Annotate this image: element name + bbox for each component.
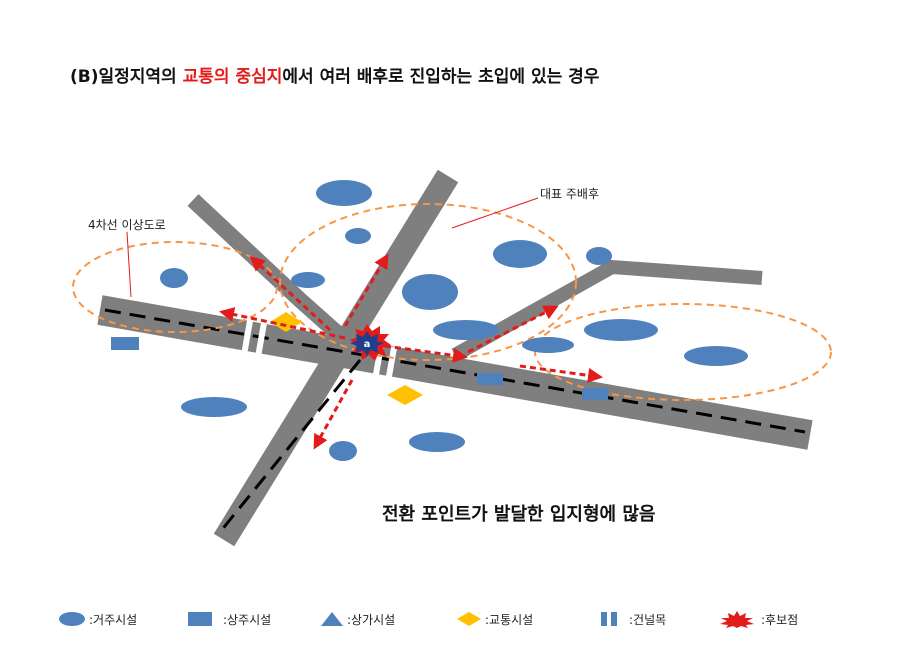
diagram-caption: 전환 포인트가 발달한 입지형에 많음 — [382, 504, 656, 525]
legend-label: :건널목 — [629, 612, 667, 627]
residential-facility — [345, 228, 371, 244]
road-callout-line — [126, 231, 132, 298]
commercial-residential-facility — [582, 388, 608, 400]
residential-facility — [160, 268, 188, 288]
starburst-icon — [720, 611, 754, 628]
entry-arrows — [219, 253, 603, 450]
residential-facility — [181, 397, 247, 417]
arrow-east — [384, 344, 468, 363]
residential-facilities — [160, 180, 748, 461]
title-prefix: (B)일정지역의 — [70, 67, 183, 87]
arrow-north — [343, 253, 389, 327]
zone-east — [534, 303, 832, 401]
transport-facility — [387, 385, 423, 405]
residential-facility — [316, 180, 372, 206]
legend-item-transport: :교통시설 — [456, 606, 533, 632]
residential-facility — [329, 441, 357, 461]
hinterland-label: 대표 주배후 — [540, 187, 600, 201]
arrow-southwest — [313, 379, 354, 450]
rect-icon — [188, 612, 212, 626]
page-title: (B)일정지역의 교통의 중심지에서 여러 배후로 진입하는 초입에 있는 경우 — [70, 62, 599, 87]
arrow-west — [219, 307, 346, 340]
arrow-east-main — [519, 364, 603, 383]
arrow-east-branch — [467, 305, 559, 354]
candidate-starburst-core — [350, 331, 384, 356]
hinterland-zones — [72, 203, 832, 401]
legend-item-commercial-residential: :상주시설 — [186, 606, 271, 632]
zone-west — [72, 241, 278, 333]
title-suffix: 에서 여러 배후로 진입하는 초입에 있는 경우 — [282, 67, 600, 87]
legend-label: :상가시설 — [347, 612, 396, 627]
residential-facility — [522, 337, 574, 353]
legend-item-crosswalk: :건널목 — [598, 606, 666, 632]
hinterland-callout-line — [451, 197, 539, 229]
road-northwest — [187, 194, 351, 346]
callout-lines — [126, 197, 539, 298]
legend-label: :거주시설 — [89, 612, 138, 627]
ellipse-icon — [59, 612, 85, 626]
legend-label: :상주시설 — [223, 612, 272, 627]
residential-facility — [493, 240, 547, 268]
legend-label: :후보점 — [761, 612, 799, 627]
residential-facility — [586, 247, 612, 265]
legend-item-residential: :거주시설 — [58, 606, 137, 632]
ne-road-lane-dash — [218, 359, 362, 533]
commercial-residential-facilities — [111, 337, 608, 400]
triangle-icon — [321, 612, 343, 626]
arrow-northwest — [249, 255, 332, 332]
residential-facility — [402, 274, 458, 310]
residential-facility — [409, 432, 465, 452]
candidate-marker-label: a — [364, 339, 371, 350]
crosswalk-west — [254, 321, 268, 359]
legend: :거주시설 :상주시설 :상가시설 :교통시설 :건널목 :후보점 — [58, 606, 858, 632]
diamond-icon — [457, 612, 481, 626]
legend-item-candidate: :후보점 — [716, 606, 798, 632]
road-label: 4차선 이상도로 — [88, 218, 166, 232]
crosswalk-west — [240, 319, 254, 357]
main-road-lane-dash — [104, 308, 806, 434]
candidate-point: a — [350, 324, 391, 361]
residential-facility — [433, 320, 499, 340]
road-east-branch — [451, 259, 763, 362]
zone-center — [279, 203, 577, 361]
commercial-residential-facility — [477, 373, 503, 385]
legend-label: :교통시설 — [485, 612, 534, 627]
commercial-residential-facility — [111, 337, 139, 350]
title-highlight: 교통의 중심지 — [182, 67, 283, 87]
residential-facility — [584, 319, 658, 341]
residential-facility — [684, 346, 748, 366]
legend-item-commercial: :상가시설 — [320, 606, 395, 632]
crosswalk-icon — [601, 612, 617, 626]
lane-markings — [104, 308, 806, 533]
residential-facility — [291, 272, 325, 288]
crosswalk-east — [384, 346, 398, 384]
